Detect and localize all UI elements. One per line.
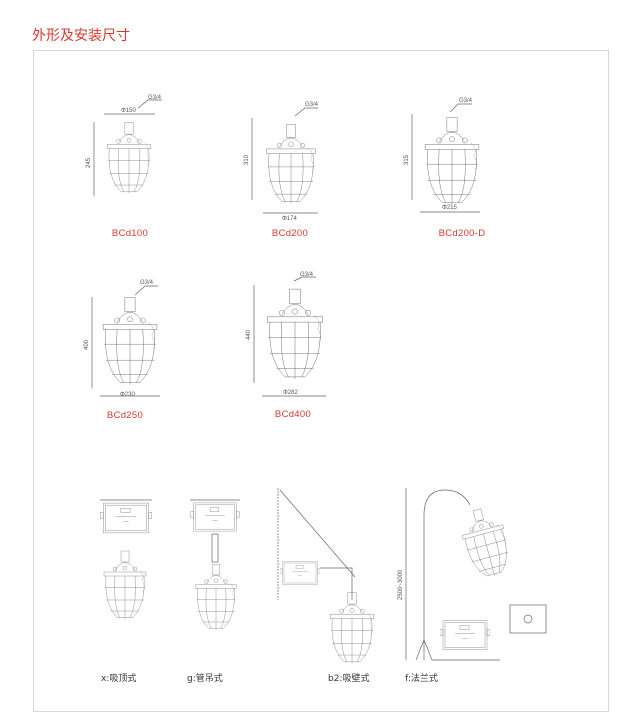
- mounting-label-g: g:管吊式: [187, 674, 223, 684]
- mounting-label-x: x:吸顶式: [101, 674, 137, 684]
- mounting-label-f: f:法兰式: [405, 674, 438, 684]
- mounting-x-drawing: [100, 499, 152, 620]
- drawing-bcd250: 400 Φ230 G3/4: [84, 280, 160, 398]
- svg-text:G3/4: G3/4: [305, 102, 319, 108]
- svg-text:G3/4: G3/4: [148, 95, 162, 101]
- svg-text:G3/4: G3/4: [459, 98, 473, 104]
- mounting-f-drawing: 2500~3000: [398, 488, 547, 661]
- model-label-bcd250: BCd250: [106, 410, 144, 421]
- svg-text:315: 315: [404, 154, 410, 165]
- mounting-g-drawing: [190, 499, 240, 630]
- model-label-bcd100: BCd100: [111, 228, 149, 239]
- svg-text:440: 440: [246, 329, 252, 340]
- drawing-bcd100: 245 Φ150 G3/4: [86, 95, 162, 196]
- svg-text:G3/4: G3/4: [140, 280, 154, 286]
- model-label-bcd400: BCd400: [274, 409, 312, 420]
- section-title: 外形及安装尺寸: [32, 28, 130, 44]
- svg-text:400: 400: [84, 339, 90, 350]
- mounting-label-b2: b2:吸壁式: [328, 674, 370, 684]
- svg-text:310: 310: [244, 154, 250, 165]
- drawing-bcd200: 310 Φ174 G3/4: [244, 102, 319, 222]
- svg-text:Φ230: Φ230: [120, 392, 135, 398]
- svg-text:Φ150: Φ150: [121, 108, 136, 114]
- drawing-bcd200-d: 315 Φ215 G3/4: [404, 98, 480, 213]
- mounting-b2-drawing: [277, 488, 375, 664]
- model-label-bcd200: BCd200: [271, 228, 309, 239]
- drawing-bcd400: 440 Φ282 G3/4: [246, 272, 326, 397]
- model-label-bcd200-d: BCd200-D: [438, 228, 486, 239]
- svg-text:G3/4: G3/4: [300, 272, 314, 278]
- dim-height: 245: [86, 157, 92, 168]
- svg-text:Φ174: Φ174: [282, 216, 297, 222]
- svg-text:Φ282: Φ282: [283, 390, 298, 396]
- svg-text:Φ215: Φ215: [442, 205, 457, 211]
- svg-text:2500~3000: 2500~3000: [398, 569, 404, 600]
